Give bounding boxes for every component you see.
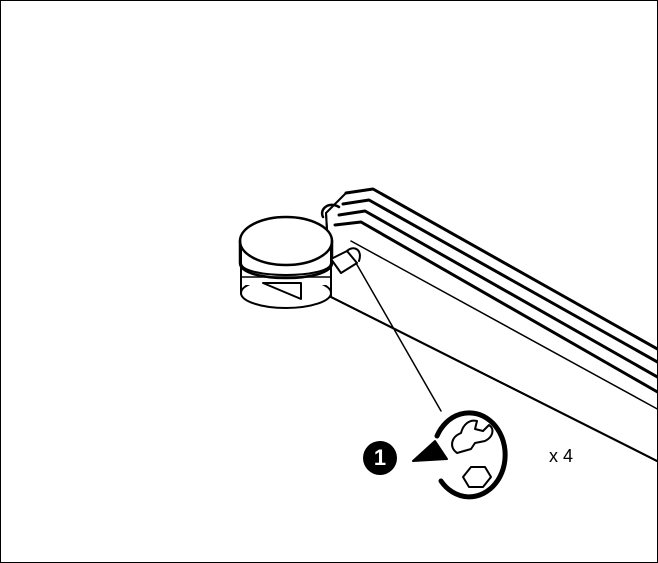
quantity-label: x 4 [549,446,574,466]
leader-line [355,262,442,412]
hex-bolt-icon [462,466,492,488]
wrench-icon [451,419,494,454]
frame-rail-icon [320,187,657,463]
caster-wheel-icon [238,215,361,309]
step-number-badge: 1 [363,441,397,475]
rotate-ccw-arrow-icon [412,410,508,500]
